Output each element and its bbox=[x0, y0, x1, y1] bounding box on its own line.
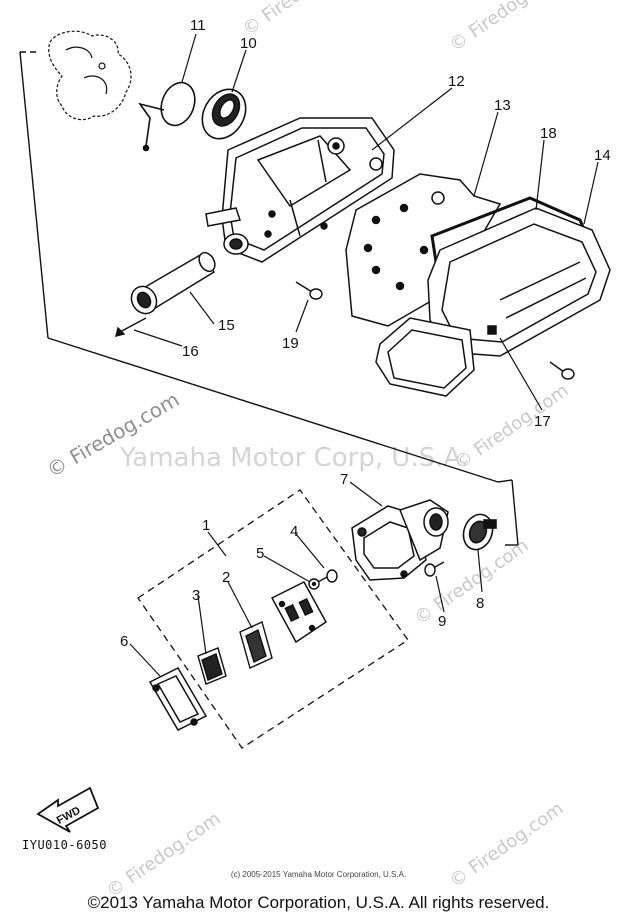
reed-valve-plate bbox=[270, 581, 327, 644]
watermark-top-right: © Firedog.com bbox=[446, 0, 568, 56]
callout-13: 13 bbox=[494, 97, 511, 114]
reed-valve-assembly-box bbox=[137, 489, 409, 749]
part-16-screw bbox=[115, 317, 147, 337]
part-7-joint bbox=[351, 499, 449, 581]
part-15-duct bbox=[130, 251, 216, 315]
watermark-top: © Firedog.com bbox=[239, 0, 361, 40]
part-9-bolt bbox=[424, 561, 445, 577]
part-6-gasket bbox=[148, 667, 208, 731]
part-17-screw bbox=[549, 361, 575, 380]
part-14-air-cleaner-cover bbox=[375, 207, 611, 397]
callout-14: 14 bbox=[594, 147, 611, 164]
callout-7: 7 bbox=[340, 471, 348, 488]
part-3-reed bbox=[197, 647, 227, 685]
callout-17: 17 bbox=[534, 413, 551, 430]
callout-2: 2 bbox=[222, 569, 230, 586]
callout-19: 19 bbox=[282, 335, 299, 352]
part-2-stopper bbox=[239, 621, 273, 669]
copyright-notice: ©2013 Yamaha Motor Corporation, U.S.A. A… bbox=[87, 893, 550, 912]
part-19-screw bbox=[295, 281, 323, 300]
callout-10: 10 bbox=[240, 35, 257, 52]
part-5-washer bbox=[308, 578, 320, 590]
callout-11: 11 bbox=[190, 17, 206, 34]
small-copyright: (c) 2005-2015 Yamaha Motor Corporation, … bbox=[230, 870, 407, 879]
watermark-bottom-left: © Firedog.com bbox=[103, 808, 225, 902]
callout-1: 1 bbox=[202, 517, 210, 534]
callout-3: 3 bbox=[192, 587, 200, 604]
watermark-center: Yamaha Motor Corp, U.S.A. bbox=[119, 443, 469, 473]
part-10-seal bbox=[201, 88, 247, 140]
callout-16: 16 bbox=[182, 343, 199, 360]
callout-4: 4 bbox=[290, 523, 298, 540]
part-code: IYU010-6050 bbox=[22, 838, 107, 852]
fwd-arrow-icon: FWD bbox=[36, 786, 100, 833]
callout-6: 6 bbox=[120, 633, 128, 650]
leader-lines bbox=[129, 33, 599, 677]
part-11-o-ring bbox=[138, 81, 196, 152]
callout-12: 12 bbox=[448, 73, 465, 90]
callout-labels: 11 10 12 13 18 14 15 16 19 17 7 1 4 5 2 … bbox=[120, 17, 611, 650]
watermark-mid-right: © Firedog.com bbox=[451, 380, 573, 474]
part-8-clamp bbox=[462, 513, 497, 551]
callout-9: 9 bbox=[438, 613, 446, 630]
engine-case-outline bbox=[48, 30, 132, 121]
callout-15: 15 bbox=[218, 317, 235, 334]
callout-5: 5 bbox=[256, 545, 264, 562]
callout-18: 18 bbox=[540, 125, 557, 142]
callout-8: 8 bbox=[476, 595, 484, 612]
upper-assembly-bracket bbox=[19, 51, 519, 546]
part-4-screw bbox=[317, 569, 338, 583]
part-12-air-cleaner-case bbox=[205, 117, 395, 263]
